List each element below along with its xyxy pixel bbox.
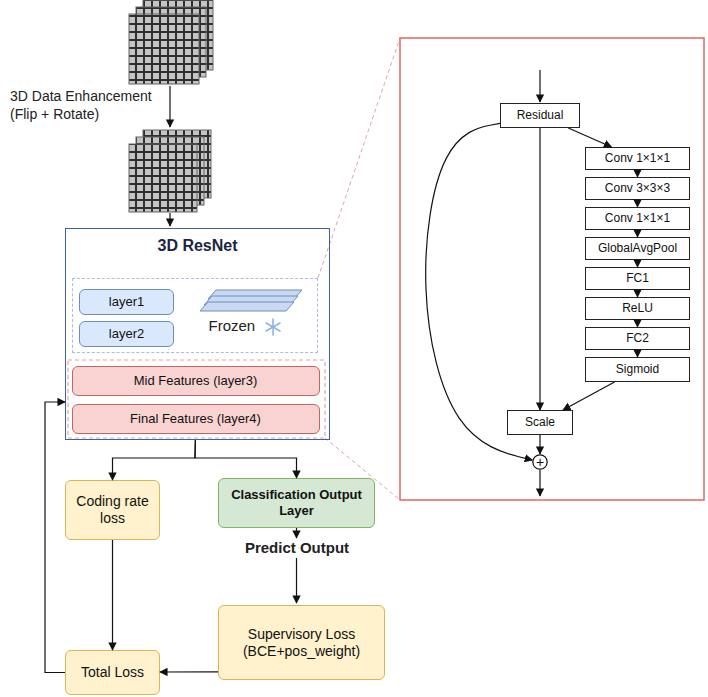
feature-box: Final Features (layer4)	[72, 404, 320, 434]
process-box: Scale	[507, 410, 573, 435]
slab	[200, 302, 294, 311]
node-text: Sigmoid	[616, 362, 659, 376]
connector-arrow	[113, 440, 196, 480]
network-box: layer1 layer2 FrozenMid Features (layer3) F…	[65, 228, 330, 440]
frozen-slabs	[200, 290, 302, 311]
connector-arrow	[426, 123, 533, 460]
circle-shape	[533, 455, 547, 469]
process-box: FC2	[585, 327, 690, 350]
process-box: Sigmoid	[585, 357, 690, 382]
loss-box: Total Loss	[65, 650, 160, 695]
node-text: Supervisory Loss (BCE+pos_weight)	[224, 626, 379, 660]
connector-arrow	[637, 260, 638, 267]
node-text: Total Loss	[81, 664, 144, 681]
connector-arrow	[637, 200, 638, 207]
flow-arrow	[296, 558, 297, 603]
connector-arrow	[563, 382, 615, 410]
step-label: 3D Data Enhancement (Flip + Rotate)	[10, 88, 160, 123]
connector-arrow	[160, 671, 218, 672]
node-text: Final Features (layer4)	[130, 411, 261, 427]
node-text: layer2	[109, 326, 144, 342]
layer-box: layer1	[79, 289, 174, 315]
node-text: Mid Features (layer3)	[134, 373, 258, 389]
node-text: Conv 3×3×3	[605, 181, 670, 195]
connector-arrow	[195, 440, 297, 478]
process-box: ReLU	[585, 297, 690, 320]
node-text: Frozen	[209, 317, 256, 335]
node-text: +	[536, 455, 544, 469]
process-box: Residual	[500, 103, 580, 128]
input-arrow	[539, 70, 540, 102]
sum-circle: +	[532, 454, 548, 470]
image-slice	[129, 144, 197, 212]
connector-arrow	[637, 290, 638, 297]
image-slice	[129, 14, 199, 84]
connector-arrow	[112, 540, 113, 650]
node-text: Residual	[517, 108, 564, 122]
connector-arrow	[637, 230, 638, 237]
node-text: layer1	[109, 294, 144, 310]
node-text: 3D ResNet	[157, 236, 237, 255]
snowflake-symbol	[266, 319, 280, 335]
node-text: ReLU	[622, 301, 653, 315]
zoom-line	[318, 38, 400, 278]
layer-box: layer2	[79, 321, 174, 347]
process-box: Conv 3×3×3	[585, 177, 690, 200]
connector-arrow	[539, 128, 540, 410]
connector-arrow	[568, 128, 611, 147]
node-text: FC2	[626, 331, 649, 345]
node-text: FC1	[626, 271, 649, 285]
output-label: Predict Output	[238, 539, 356, 558]
node-text: GlobalAvgPool	[598, 241, 677, 255]
connector-arrow	[637, 320, 638, 327]
connector-arrow	[539, 435, 540, 454]
node-text: Scale	[525, 415, 555, 429]
flow-arrow	[169, 213, 170, 226]
node-text: Coding rate loss	[71, 493, 154, 527]
flow-arrow	[296, 528, 297, 538]
process-box: FC1	[585, 267, 690, 290]
trainable-group	[68, 360, 325, 438]
process-box: Conv 1×1×1	[585, 147, 690, 170]
image-stack	[129, 0, 213, 84]
output-arrow	[539, 470, 540, 496]
node-text: Conv 1×1×1	[605, 151, 670, 165]
connector-arrow	[637, 170, 638, 177]
loss-box: Supervisory Loss (BCE+pos_weight)	[218, 605, 385, 680]
flow-arrow	[169, 86, 170, 127]
loss-box: Coding rate loss	[65, 480, 160, 540]
feature-box: Mid Features (layer3)	[72, 366, 320, 396]
connector-arrow	[45, 402, 65, 673]
node-text: Conv 1×1×1	[605, 211, 670, 225]
connector-arrow	[637, 350, 638, 357]
process-box: Conv 1×1×1	[585, 207, 690, 230]
frozen-group: layer1 layer2 Frozen	[72, 278, 318, 353]
node-text: Classification Output Layer	[224, 487, 369, 518]
output-layer-box: Classification Output Layer	[218, 478, 375, 528]
process-box: GlobalAvgPool	[585, 237, 690, 260]
detail-frame	[400, 38, 704, 500]
image-stack	[129, 130, 211, 212]
